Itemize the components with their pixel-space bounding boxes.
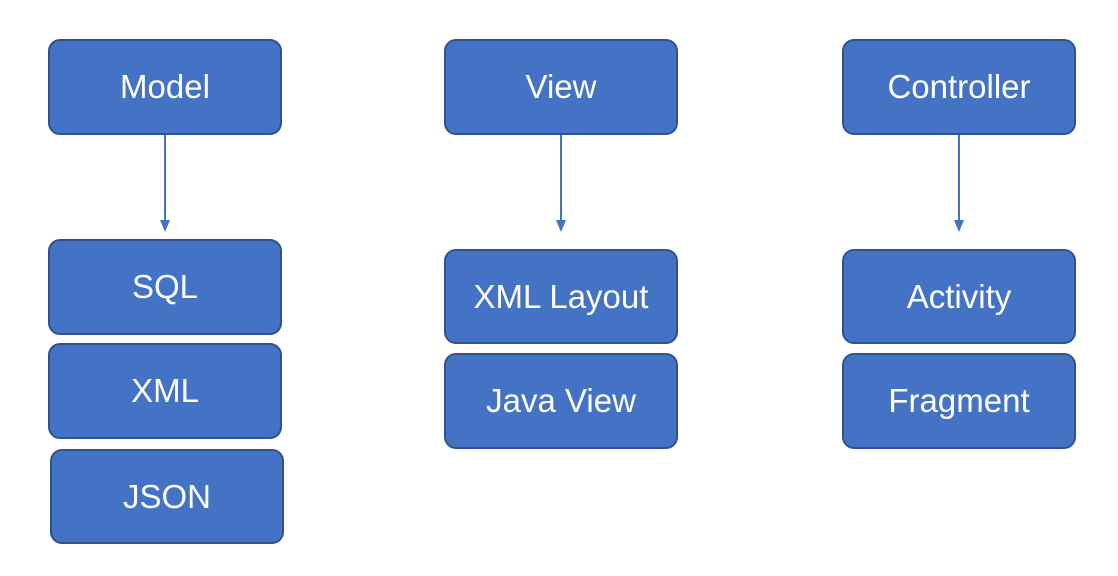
json-node: JSON	[50, 449, 284, 544]
xml-layout-node: XML Layout	[444, 249, 678, 344]
activity-node: Activity	[842, 249, 1076, 344]
view-node: View	[444, 39, 678, 135]
controller-node: Controller	[842, 39, 1076, 135]
sql-node: SQL	[48, 239, 282, 335]
xml-node: XML	[48, 343, 282, 439]
fragment-node: Fragment	[842, 353, 1076, 449]
java-view-node: Java View	[444, 353, 678, 449]
model-node: Model	[48, 39, 282, 135]
